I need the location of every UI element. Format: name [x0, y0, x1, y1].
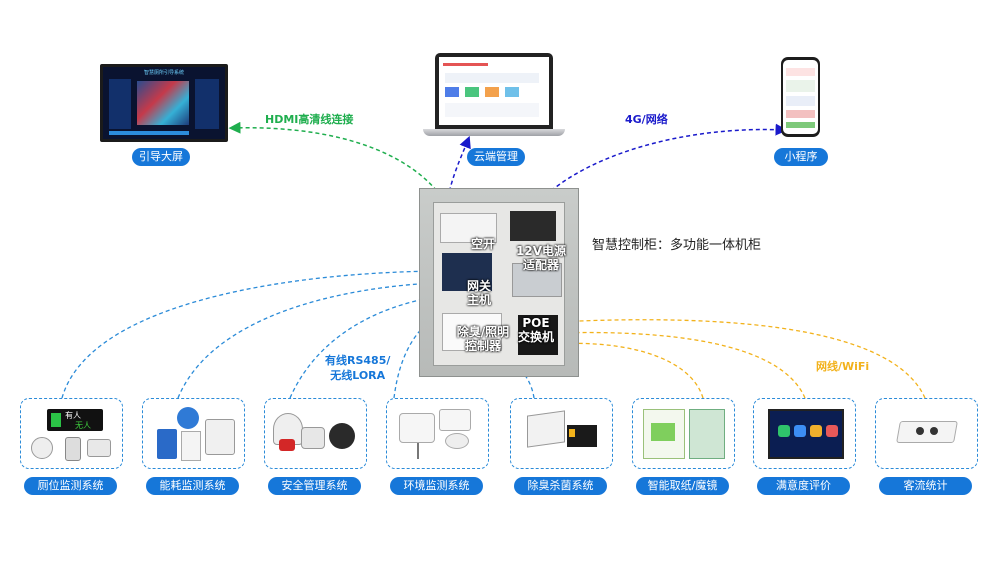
- subsystem-label-paper: 智能取纸/魔镜: [636, 477, 729, 495]
- cabinet-switch-label: 空开: [470, 237, 495, 251]
- laptop-base: [423, 129, 565, 136]
- wired-line-1: [61, 265, 462, 399]
- cloud-line: [445, 135, 471, 241]
- wifi-line-1: [552, 338, 704, 399]
- phone-device: [781, 57, 820, 137]
- subsystem-label-rating: 满意度评价: [757, 477, 850, 495]
- subsystem-label-energy: 能耗监测系统: [146, 477, 239, 495]
- subsystem-card-toilet: 有人 无人: [20, 398, 123, 469]
- subsystem-card-paper: [632, 398, 735, 469]
- subsystem-card-deodorize: [510, 398, 613, 469]
- subsystem-card-energy: [142, 398, 245, 469]
- control-cabinet: 空开 12V电源 适配器 网关 主机 除臭/照明 控制器 POE 交换机: [419, 188, 579, 377]
- subsystem-label-toilet: 厕位监测系统: [24, 477, 117, 495]
- subsystem-card-rating: [753, 398, 856, 469]
- subsystem-card-environment: [386, 398, 489, 469]
- cloud-label: 云端管理: [467, 148, 525, 166]
- wired-connection-label: 有线RS485/ 无线LORA: [325, 354, 391, 382]
- wired-line-2: [177, 276, 462, 399]
- miniapp-label: 小程序: [774, 148, 828, 166]
- wifi-line-3: [552, 316, 926, 399]
- net4g-line: [512, 123, 788, 241]
- subsystem-label-environment: 环境监测系统: [390, 477, 483, 495]
- laptop-device: [435, 53, 553, 129]
- cabinet-controller-label: 除臭/照明 控制器: [456, 325, 510, 353]
- hdmi-connection-label: HDMI高清线连接: [265, 113, 354, 126]
- subsystem-label-deodorize: 除臭杀菌系统: [514, 477, 607, 495]
- cabinet-description: 智慧控制柜：多功能一体机柜: [592, 238, 762, 253]
- cabinet-panel: [433, 202, 565, 366]
- cabinet-power-label: 12V电源 适配器: [516, 244, 566, 272]
- guide-screen-label: 引导大屏: [132, 148, 190, 166]
- vacant-text: 无人: [75, 421, 91, 430]
- cabinet-poe-label: POE 交换机: [517, 316, 554, 344]
- wifi-line-2: [552, 327, 806, 399]
- cabinet-gateway-label: 网关 主机: [466, 279, 491, 307]
- guide-screen-title: 智慧厕所引导系统: [143, 70, 184, 76]
- wifi-connection-label: 网线/WiFi: [816, 360, 870, 373]
- subsystem-label-traffic: 客流统计: [879, 477, 972, 495]
- occupied-text: 有人: [65, 411, 81, 420]
- net4g-connection-label: 4G/网络: [625, 113, 668, 126]
- subsystem-label-security: 安全管理系统: [268, 477, 361, 495]
- subsystem-card-security: [264, 398, 367, 469]
- subsystem-card-traffic: [875, 398, 978, 469]
- guide-screen-device: 智慧厕所引导系统: [100, 64, 228, 142]
